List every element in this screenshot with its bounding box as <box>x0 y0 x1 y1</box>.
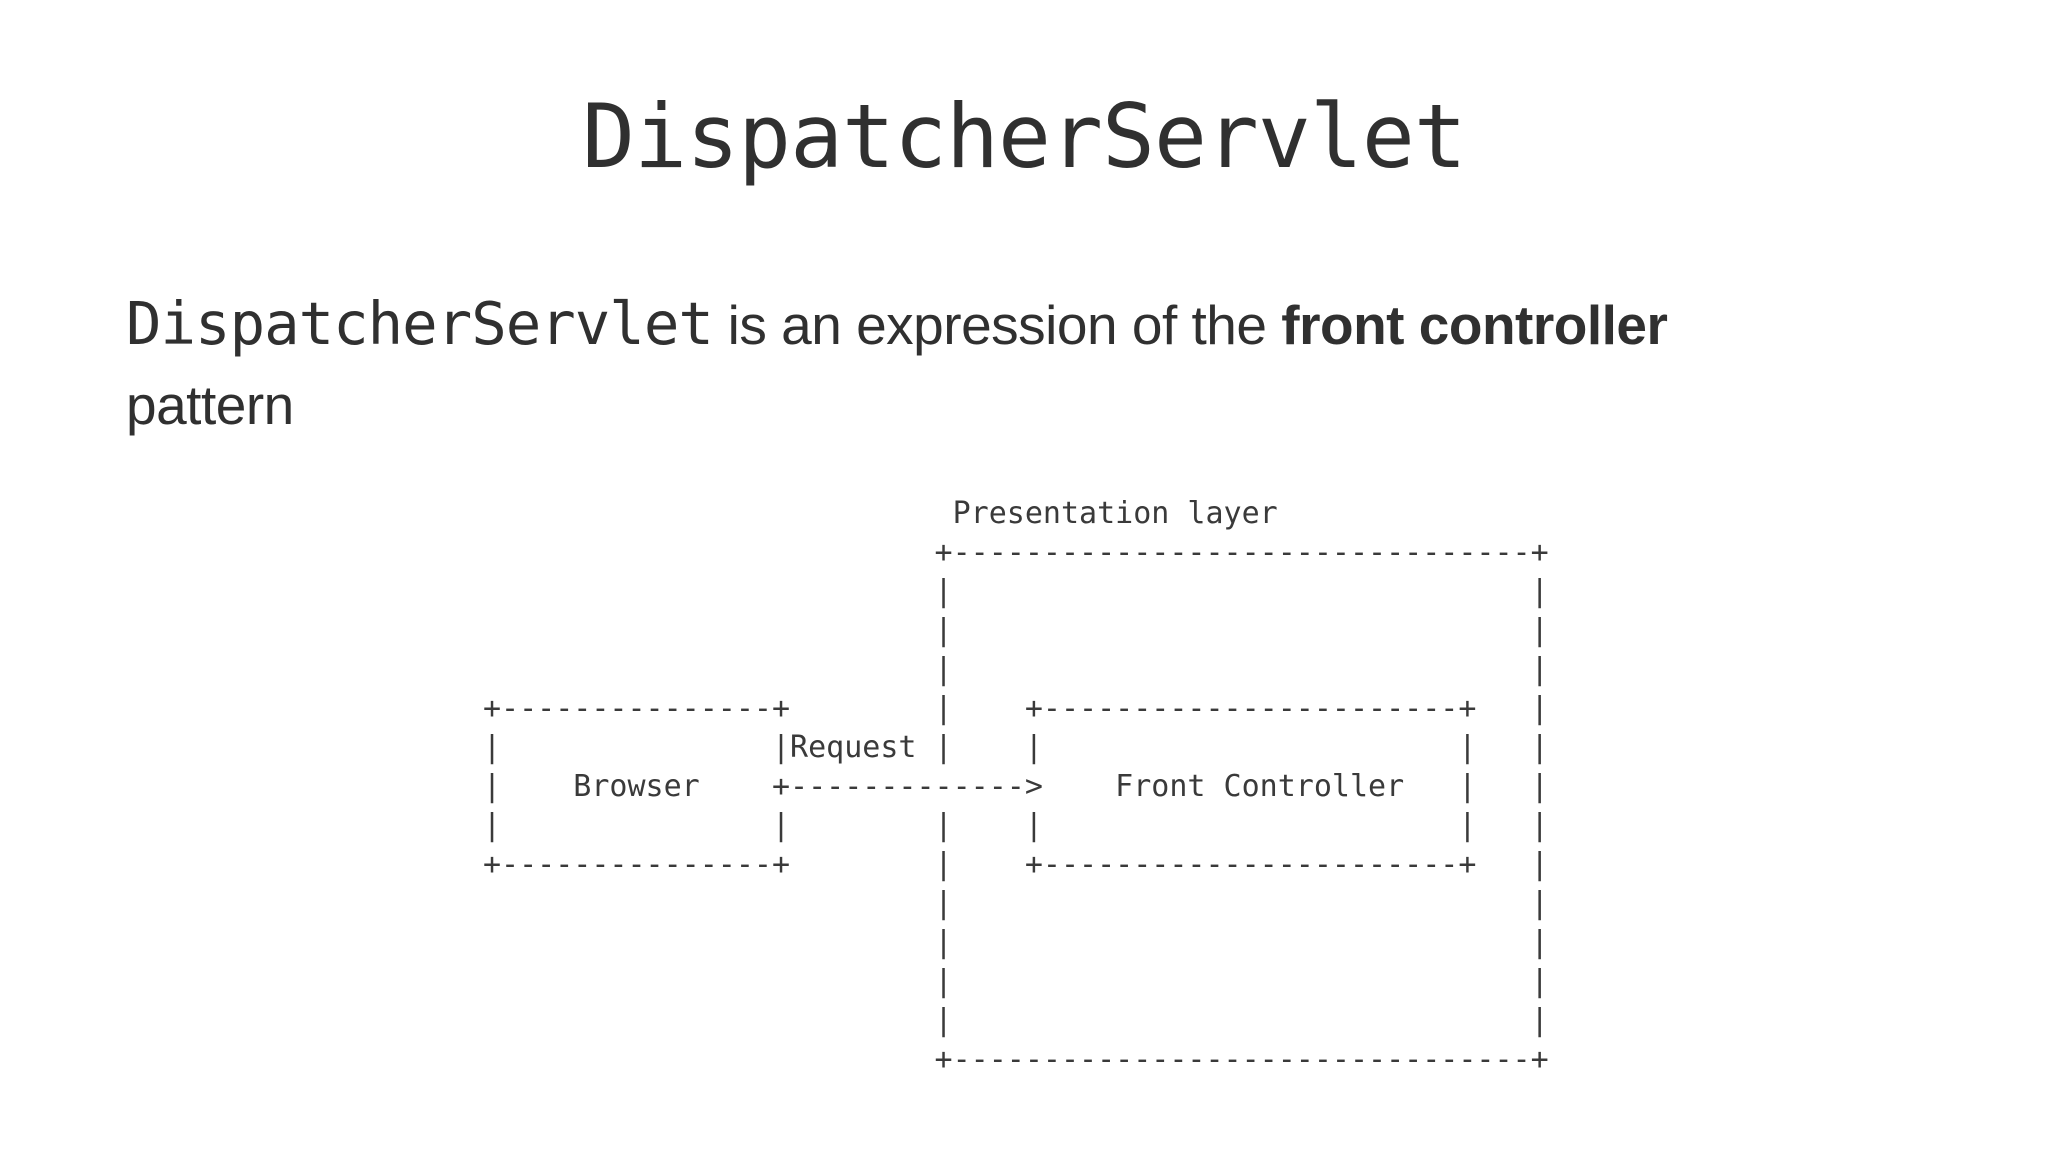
paragraph-bold-front-controller: front controller <box>1281 294 1668 356</box>
slide-title: DispatcherServlet <box>582 85 1467 188</box>
ascii-architecture-diagram: Presentation layer +--------------------… <box>483 496 1549 1077</box>
paragraph-text: is an expression of the <box>712 294 1282 356</box>
slide-paragraph: DispatcherServlet is an expression of th… <box>126 284 1926 445</box>
inline-code-dispatcherservlet: DispatcherServlet <box>126 289 714 358</box>
paragraph-text-line2: pattern <box>126 374 294 436</box>
